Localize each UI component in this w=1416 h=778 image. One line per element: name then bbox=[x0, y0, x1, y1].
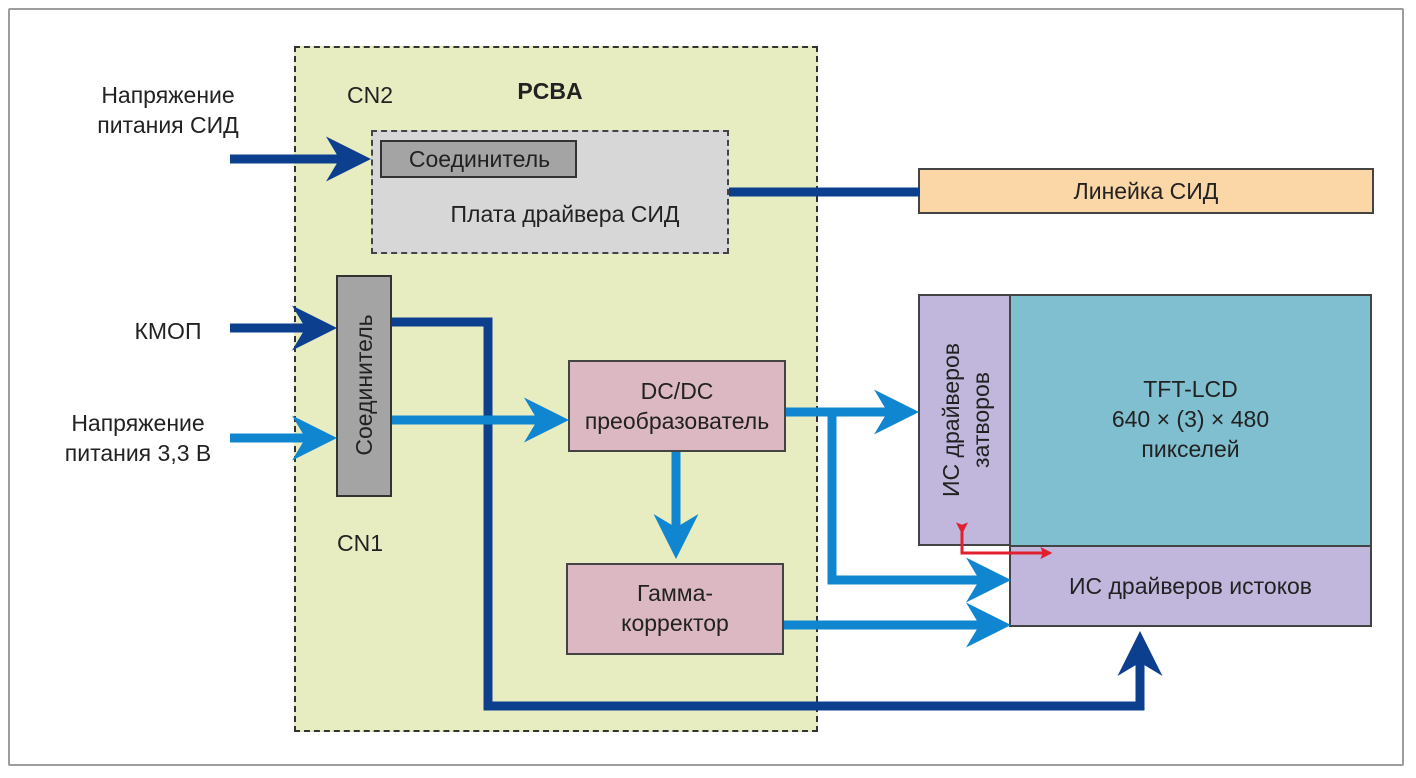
cn2-connector-label: Соединитель bbox=[408, 146, 551, 172]
gamma-corrector bbox=[566, 563, 784, 655]
tft-lcd-panel bbox=[1009, 294, 1372, 547]
cmos-bus-arrow bbox=[392, 317, 1163, 711]
cn1-connector bbox=[336, 275, 392, 497]
led-driver-board-label: Плата драйвера СИД bbox=[450, 201, 680, 227]
gate-driver-ic bbox=[918, 294, 1011, 546]
cmos-label: КМОП bbox=[134, 318, 202, 344]
dcdc-converter bbox=[568, 360, 786, 452]
dcdc-to-source-arrow bbox=[827, 412, 1011, 603]
cn1-connector-label: Соединитель bbox=[351, 314, 377, 456]
led-power-label: Напряжение питания СИД bbox=[97, 82, 239, 138]
power-33v-label: Напряжение питания 3,3 В bbox=[64, 410, 212, 466]
tft-panel-label: TFT-LCD 640 × (3) × 480 пикселей bbox=[1111, 376, 1270, 462]
gamma-label: Гамма- корректор bbox=[621, 580, 729, 636]
source-driver-label: ИС драйверов истоков bbox=[1068, 573, 1313, 599]
cn1-label: CN1 bbox=[336, 530, 383, 556]
cn2-label: CN2 bbox=[346, 82, 393, 108]
gate-source-sync-arrow bbox=[956, 522, 1053, 559]
led-strip bbox=[918, 168, 1374, 214]
source-driver-ic bbox=[1009, 545, 1372, 627]
led-strip-label: Линейка СИД bbox=[1073, 178, 1219, 204]
gate-driver-label: ИС драйверов затворов bbox=[938, 343, 994, 497]
dcdc-label: DC/DC преобразователь bbox=[584, 378, 770, 434]
cn2-connector bbox=[380, 140, 577, 178]
pcba-title: PCBA bbox=[517, 78, 583, 104]
